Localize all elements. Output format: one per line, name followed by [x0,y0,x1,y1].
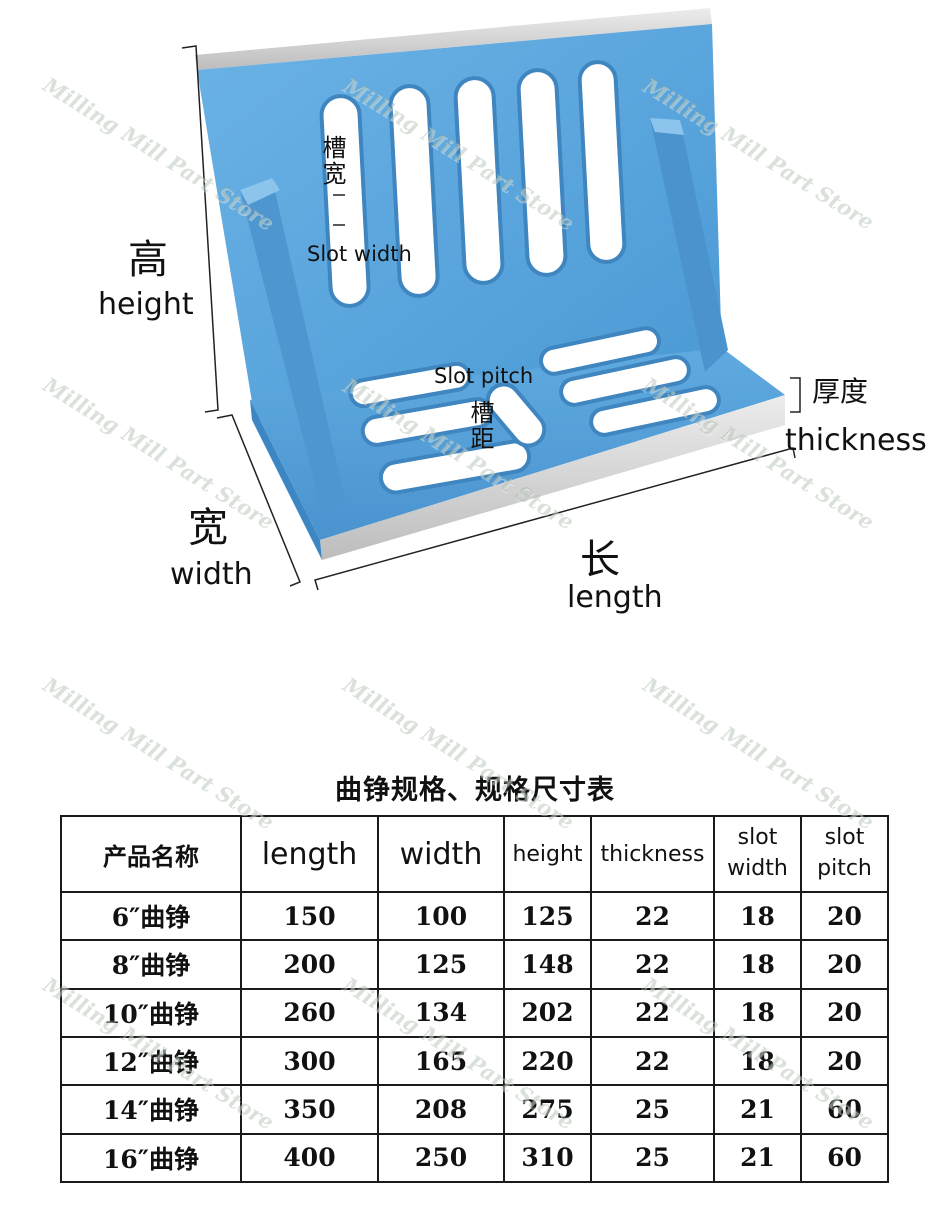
cell-width: 250 [377,1132,505,1184]
horizontal-slots [348,326,721,495]
cell-thickness: 25 [590,1132,715,1184]
cell-thickness: 22 [590,1035,715,1087]
thickness-label-zh: 厚度 [812,375,869,408]
table-row: 12″曲铮 300 165 220 22 18 20 [60,1035,889,1087]
right-rib [650,118,728,372]
header-height: height [503,815,592,893]
watermark: Milling Mill Part Store [38,672,279,835]
angle-plate-illustration [181,8,801,591]
table-header-row: 产品名称 length width height thickness slot … [60,815,889,893]
table-row: 10″曲铮 260 134 202 22 18 20 [60,987,889,1038]
table-row: 6″曲铮 150 100 125 22 18 20 [60,890,889,942]
watermark: Milling Mill Part Store [638,672,879,835]
header-name: 产品名称 [60,815,242,893]
cell-length: 150 [240,890,379,942]
dimension-lines [181,45,801,591]
cell-slot-width: 21 [713,1084,802,1135]
slot-width-label-zh: 槽宽 [318,135,346,187]
cell-width: 165 [377,1035,505,1087]
length-label-zh: 长 [580,537,620,583]
spec-table: 产品名称 length width height thickness slot … [60,815,889,1184]
table-row: 16″曲铮 400 250 310 25 21 60 [60,1132,889,1184]
table-row: 14″曲铮 350 208 275 25 21 60 [60,1084,889,1135]
cell-thickness: 22 [590,890,715,942]
slot-pitch-label-zh: 槽距 [466,400,494,452]
cell-slot-pitch: 20 [800,987,889,1038]
table-title: 曲铮规格、规格尺寸表 [335,775,615,806]
cell-slot-width: 18 [713,1035,802,1087]
table-row: 8″曲铮 200 125 148 22 18 20 [60,939,889,990]
cell-height: 202 [503,987,592,1038]
cell-length: 200 [240,939,379,990]
cell-name: 10″曲铮 [60,987,242,1038]
cell-slot-width: 18 [713,939,802,990]
vertical-plate-top-edge [195,8,712,70]
cell-slot-pitch: 60 [800,1132,889,1184]
slot-pitch-label-en: Slot pitch [434,364,534,388]
cell-width: 125 [377,939,505,990]
base-plate-side [250,400,322,560]
cell-height: 148 [503,939,592,990]
thickness-label-en: thickness [785,423,927,458]
cell-name: 14″曲铮 [60,1084,242,1135]
length-label-en: length [567,580,663,615]
header-thickness: thickness [590,815,715,893]
cell-name: 12″曲铮 [60,1035,242,1087]
cell-length: 300 [240,1035,379,1087]
header-length: length [240,815,379,893]
cell-length: 350 [240,1084,379,1135]
cell-name: 6″曲铮 [60,890,242,942]
cell-slot-pitch: 60 [800,1084,889,1135]
header-slot-pitch: slot pitch [800,815,889,893]
cell-height: 125 [503,890,592,942]
cell-length: 400 [240,1132,379,1184]
cell-height: 275 [503,1084,592,1135]
cell-slot-width: 18 [713,987,802,1038]
watermark: Milling Mill Part Store [338,672,579,835]
cell-width: 100 [377,890,505,942]
cell-slot-width: 21 [713,1132,802,1184]
cell-slot-pitch: 20 [800,1035,889,1087]
cell-slot-width: 18 [713,890,802,942]
cell-height: 220 [503,1035,592,1087]
cell-thickness: 25 [590,1084,715,1135]
cell-name: 16″曲铮 [60,1132,242,1184]
cell-thickness: 22 [590,987,715,1038]
cell-height: 310 [503,1132,592,1184]
left-rib [240,178,345,512]
cell-length: 260 [240,987,379,1038]
header-slot-width: slot width [713,815,802,893]
cell-width: 208 [377,1084,505,1135]
cell-slot-pitch: 20 [800,939,889,990]
width-label-zh: 宽 [188,505,228,551]
cell-thickness: 22 [590,939,715,990]
cell-slot-pitch: 20 [800,890,889,942]
cell-width: 134 [377,987,505,1038]
base-plate-front-edge [320,395,785,560]
header-width: width [377,815,505,893]
width-label-en: width [170,557,253,592]
vertical-slots [319,60,627,308]
cell-name: 8″曲铮 [60,939,242,990]
height-label-zh: 高 [128,237,168,283]
slot-width-label-en: Slot width [307,242,412,266]
height-label-en: height [98,287,194,322]
